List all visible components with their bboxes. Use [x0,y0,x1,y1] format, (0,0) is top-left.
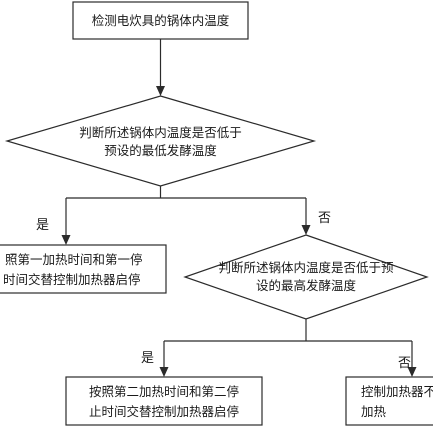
decision-below-min-temp-line2: 预设的最低发酵温度 [104,143,217,158]
step-first-heating-cycle: 照第一加热时间和第一停 时间交替控制加热器启停 [0,244,167,294]
decision-below-max-temp: 判断所述锅体内温度是否低于预 设的最高发酵温度 [183,234,429,320]
step-detect-temperature: 检测电炊具的锅体内温度 [72,1,249,40]
step-first-heating-cycle-line2: 时间交替控制加热器启停 [3,272,141,287]
step-detect-temperature-box [72,1,249,40]
decision-below-max-temp-line1: 判断所述锅体内温度是否低于预 [218,260,393,275]
arrowhead-yes-1 [61,235,71,245]
decision-below-min-temp-diamond [4,95,317,187]
step-second-heating-cycle-line1: 按照第二加热时间和第二停 [89,384,239,399]
step-second-heating-cycle-line2: 止时间交替控制加热器启停 [89,404,239,419]
label-yes-2: 是 [141,351,154,366]
step-second-heating-cycle-box [65,376,263,426]
label-yes-1: 是 [36,218,49,233]
decision-below-min-temp-line1: 判断所述锅体内温度是否低于 [79,125,242,140]
arrowhead-yes-2 [159,367,169,377]
arrowhead-no-2 [407,367,417,377]
arrowhead-1 [156,86,165,96]
step-stop-heating: 控制加热器不 加热 [345,376,433,426]
label-no-2: 否 [398,356,411,371]
step-first-heating-cycle-box [0,244,167,294]
step-stop-heating-line1: 控制加热器不 [361,384,433,399]
decision-below-max-temp-diamond [183,234,429,320]
arrowhead-no-1 [301,225,311,235]
label-no-1: 否 [318,211,331,226]
step-first-heating-cycle-line1: 照第一加热时间和第一停 [5,252,143,267]
step-stop-heating-line2: 加热 [361,404,387,419]
decision-below-min-temp: 判断所述锅体内温度是否低于 预设的最低发酵温度 [4,95,317,187]
step-second-heating-cycle: 按照第二加热时间和第二停 止时间交替控制加热器启停 [65,376,263,426]
step-stop-heating-box [345,376,433,426]
decision-below-max-temp-line2: 设的最高发酵温度 [256,278,357,293]
step-detect-temperature-text: 检测电炊具的锅体内温度 [92,13,230,28]
